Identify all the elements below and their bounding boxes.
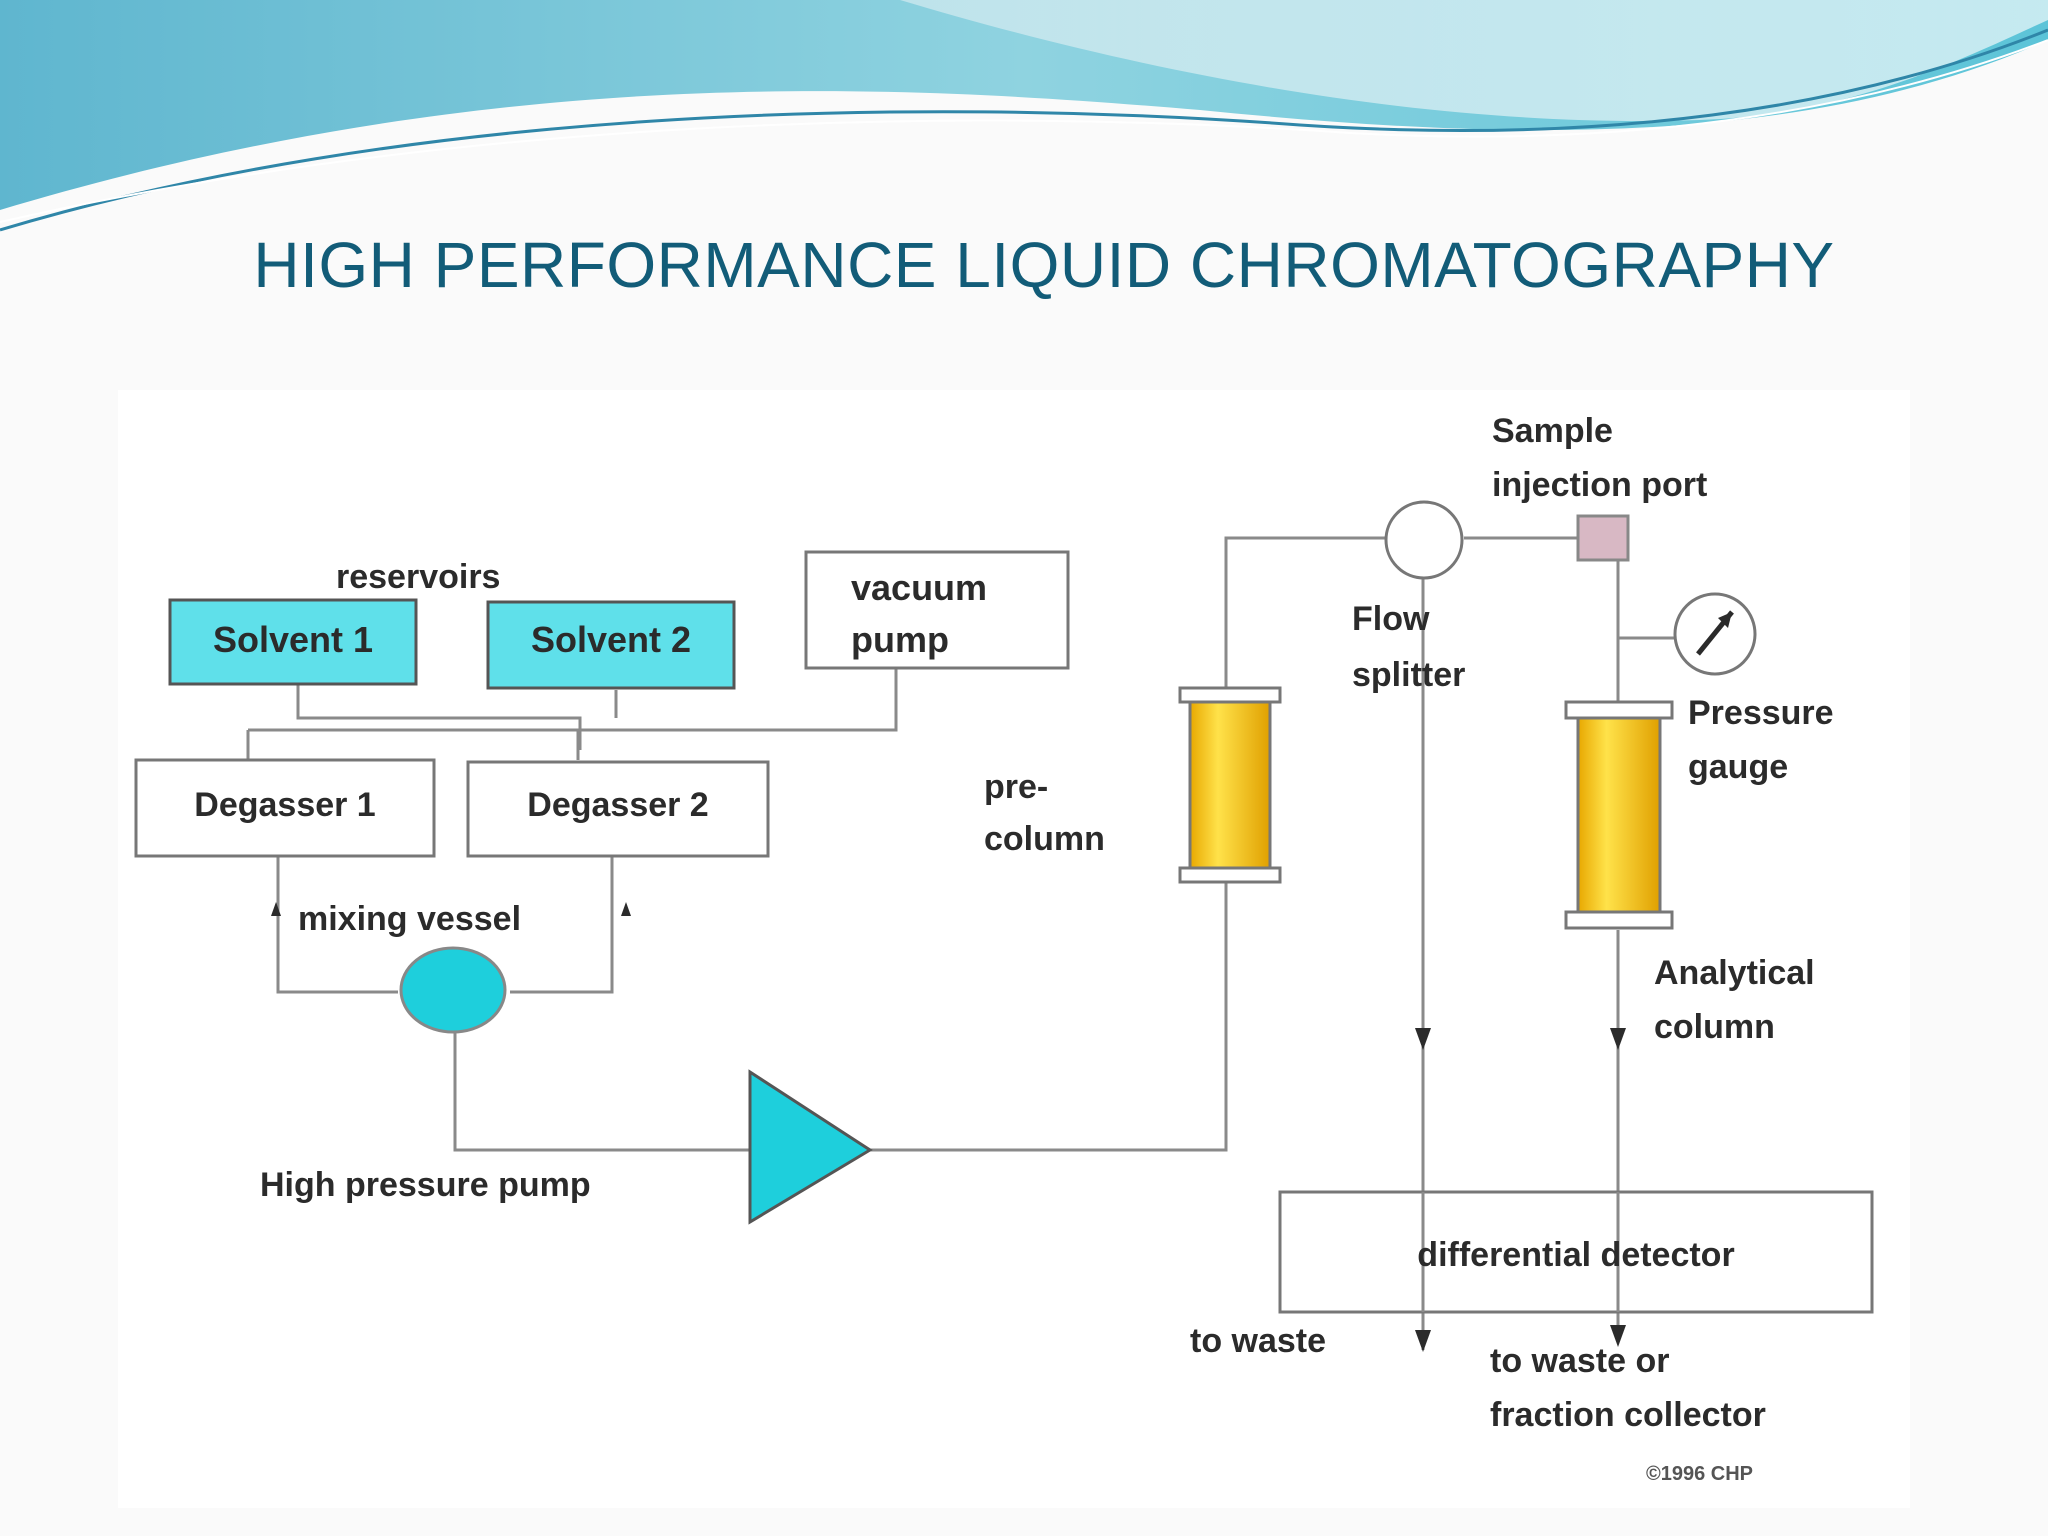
sample-injection-port bbox=[1576, 514, 1630, 562]
arrow-down-icon bbox=[1415, 1028, 1431, 1050]
solvent-2-label: Solvent 2 bbox=[531, 619, 691, 660]
slide-title: HIGH PERFORMANCE LIQUID CHROMATOGRAPHY bbox=[253, 229, 1835, 301]
pre-column-label-line2: column bbox=[984, 820, 1105, 858]
high-pressure-pump bbox=[748, 1069, 873, 1225]
sample-injection-label-line2: injection port bbox=[1492, 466, 1707, 504]
vacuum-pump-label-line2: pump bbox=[851, 619, 949, 660]
pre-column bbox=[1178, 686, 1282, 884]
high-pressure-pump-label: High pressure pump bbox=[260, 1166, 591, 1204]
header-wave-decoration bbox=[0, 0, 2048, 232]
flow-splitter-label-line1: Flow bbox=[1352, 600, 1430, 638]
arrow-down-icon bbox=[1415, 1330, 1431, 1352]
analytical-column-label-line1: Analytical bbox=[1654, 954, 1815, 992]
degasser-2-box: Degasser 2 bbox=[466, 760, 770, 858]
pressure-gauge-icon bbox=[1673, 592, 1757, 676]
mixing-vessel bbox=[399, 946, 507, 1034]
arrow-down-icon bbox=[1610, 1028, 1626, 1050]
to-waste-or-collector-line2: fraction collector bbox=[1490, 1396, 1766, 1434]
vacuum-pump-label-line1: vacuum bbox=[851, 567, 987, 608]
differential-detector-box: differential detector bbox=[1278, 1190, 1874, 1314]
flow-splitter-label-line2: splitter bbox=[1352, 656, 1465, 694]
solvent-2-box: Solvent 2 bbox=[486, 600, 736, 690]
degasser-1-box: Degasser 1 bbox=[134, 758, 436, 858]
degasser-2-label: Degasser 2 bbox=[527, 786, 708, 824]
arrow-up-icon bbox=[621, 902, 631, 916]
sample-injection-label-line1: Sample bbox=[1492, 412, 1613, 450]
flow-splitter bbox=[1384, 500, 1464, 580]
reservoirs-label: reservoirs bbox=[336, 558, 500, 596]
flow-arrows bbox=[271, 902, 1626, 1352]
to-waste-label: to waste bbox=[1190, 1322, 1326, 1360]
analytical-column-label-line2: column bbox=[1654, 1008, 1775, 1046]
pre-column-label-line1: pre- bbox=[984, 768, 1048, 806]
pressure-gauge-label-line1: Pressure bbox=[1688, 694, 1834, 732]
degasser-1-label: Degasser 1 bbox=[194, 786, 375, 824]
solvent-1-box: Solvent 1 bbox=[168, 598, 418, 686]
solvent-1-label: Solvent 1 bbox=[213, 619, 373, 660]
arrow-up-icon bbox=[271, 902, 281, 916]
mixing-vessel-label: mixing vessel bbox=[298, 900, 521, 938]
differential-detector-label: differential detector bbox=[1417, 1236, 1734, 1274]
analytical-column bbox=[1564, 700, 1674, 930]
arrow-down-icon bbox=[1610, 1325, 1626, 1347]
hplc-diagram: reservoirs Solvent 1 Solvent 2 vacuum pu… bbox=[134, 412, 1874, 1485]
to-waste-or-collector-line1: to waste or bbox=[1490, 1342, 1669, 1380]
vacuum-pump-box: vacuum pump bbox=[804, 550, 1070, 670]
pressure-gauge-label-line2: gauge bbox=[1688, 748, 1788, 786]
copyright-text: ©1996 CHP bbox=[1646, 1463, 1753, 1485]
